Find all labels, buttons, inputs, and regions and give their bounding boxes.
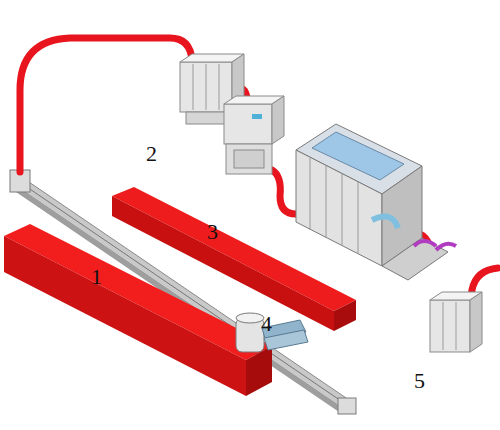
air-duct [20,38,498,316]
illustration-part [234,150,264,168]
illustration-part [186,112,226,124]
illustration-part [310,158,311,230]
illustration-part [334,300,356,331]
red-block [4,224,272,396]
illustration-part [382,238,448,280]
callout-number: 4 [261,313,272,335]
illustration-part [246,346,272,396]
filter-unit [224,96,284,174]
callout-number: 5 [414,370,425,392]
callout-number: 3 [207,221,218,243]
illustration-part [236,313,264,323]
illustration-part [272,96,284,144]
illustration-part [456,302,457,350]
illustration-part [272,170,296,214]
scrubber-unit [296,124,456,280]
illustration-part [470,292,482,352]
illustration-part [4,236,246,396]
illustration-part [219,64,220,110]
illustration-part [372,216,398,228]
callout-number: 2 [146,143,157,165]
illustration-part [342,174,343,246]
illustration-part [436,244,456,250]
illustration-part [226,144,272,174]
filter-unit [430,292,482,352]
illustration-part [430,300,470,352]
callout-number: 1 [91,266,102,288]
illustration-part [326,166,327,238]
illustration-part [206,64,207,110]
illustration-part [20,38,192,172]
illustration-part [252,114,262,119]
illustration-part [358,182,359,254]
illustration-part [443,302,444,350]
illustration-part [193,64,194,110]
suction-hood [236,313,308,352]
illustration-part [296,150,382,266]
illustration-part [338,398,356,414]
illustration-part [224,104,272,144]
illustration-part [414,241,436,246]
